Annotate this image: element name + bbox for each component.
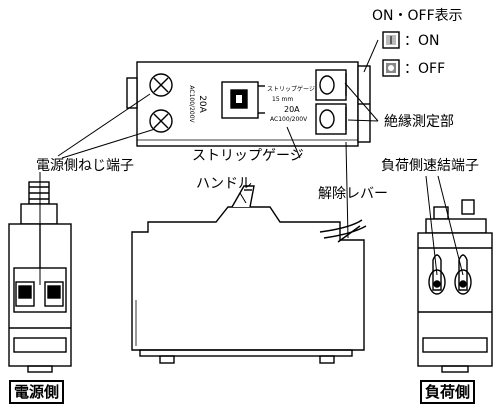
on-indicator-icon [382, 31, 400, 49]
voltage-right: AC100/200V [270, 116, 308, 123]
on-off-display-label: ON・OFF表示 [372, 8, 463, 24]
handle-label: ハンドル [196, 176, 252, 192]
off-indicator-icon [382, 59, 400, 77]
breaker-side-view [131, 185, 367, 364]
load-quick-terminal-label: 負荷側速結端子 [381, 158, 479, 174]
strip-gauge-mark: ストリップゲージ [267, 85, 315, 93]
power-side-view [8, 181, 72, 373]
leader-lines [39, 39, 464, 285]
on-state-label: ：ON [404, 33, 440, 49]
top-screw-lower [149, 109, 173, 133]
insulation-test-label: 絶縁測定部 [384, 114, 454, 130]
power-screw-terminal-label: 電源側ねじ端子 [36, 158, 134, 174]
rating-left: 20A [197, 95, 207, 113]
off-state-label: ：OFF [404, 61, 446, 77]
strip-length-mark: 15 mm [272, 96, 293, 103]
strip-gauge-label: ストリップゲージ [192, 148, 304, 164]
rating-right: 20A [284, 105, 300, 114]
load-side-view [417, 199, 493, 373]
release-lever-label: 解除レバー [318, 186, 388, 202]
top-screw-upper [149, 73, 173, 97]
power-side-label: 電源側 [9, 380, 65, 404]
load-side-label: 負荷側 [420, 380, 476, 404]
breaker-top-view [126, 61, 371, 147]
voltage-left: AC100/200V [188, 85, 195, 123]
